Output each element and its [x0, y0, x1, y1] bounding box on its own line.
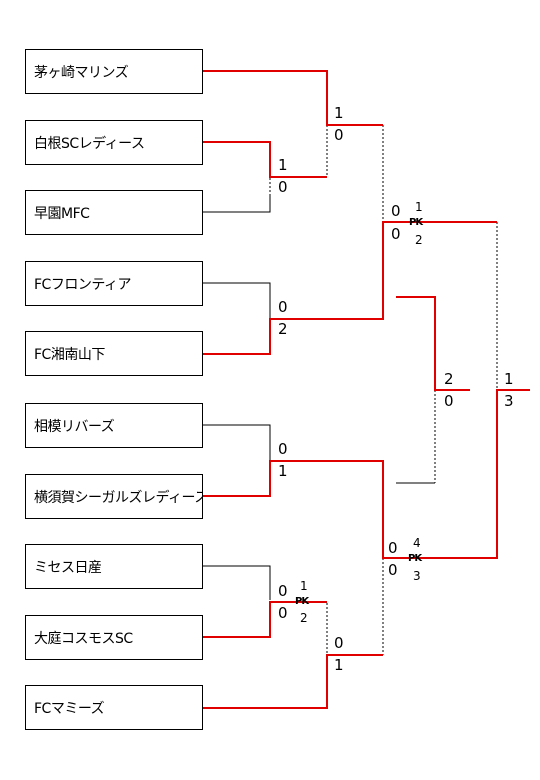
pk-sf-upper-top: 1: [415, 200, 423, 214]
score-r1-sagami-bottom: 1: [278, 462, 288, 480]
team-box-4: FCフロンティア: [25, 261, 203, 306]
pk-label-r1-mrs: PK: [295, 596, 309, 607]
bracket-black-lines: [203, 195, 435, 600]
score-sf-lower-top: 0: [388, 539, 398, 557]
score-final-bottom: 3: [504, 392, 514, 410]
pk-r1-mrs-bottom: 2: [300, 611, 308, 625]
team-box-5: FC湘南山下: [25, 331, 203, 376]
score-r1-frontier-top: 0: [278, 298, 288, 316]
score-r1-mamies-top: 0: [334, 634, 344, 652]
score-r1-shirone-top: 1: [278, 156, 288, 174]
pk-label-sf-upper: PK: [409, 217, 423, 228]
score-r1-chigasaki-top: 1: [334, 104, 344, 122]
team-box-9: 大庭コスモスSC: [25, 615, 203, 660]
score-r1-mrs-top: 0: [278, 582, 288, 600]
bracket-red-lines: [203, 70, 530, 709]
team-box-6: 相模リバーズ: [25, 403, 203, 448]
score-third-top: 2: [444, 370, 454, 388]
score-r1-mamies-bottom: 1: [334, 656, 344, 674]
score-r1-frontier-bottom: 2: [278, 320, 288, 338]
score-sf-upper-top: 0: [391, 202, 401, 220]
score-third-bottom: 0: [444, 392, 454, 410]
score-final-top: 1: [504, 370, 514, 388]
score-r1-shirone-bottom: 0: [278, 178, 288, 196]
bracket-dotted-lines: [269, 125, 498, 655]
team-box-1: 茅ヶ崎マリンズ: [25, 49, 203, 94]
team-box-2: 白根SCレディース: [25, 120, 203, 165]
pk-sf-lower-top: 4: [413, 536, 421, 550]
score-r1-mrs-bottom: 0: [278, 604, 288, 622]
pk-label-sf-lower: PK: [408, 553, 422, 564]
team-box-8: ミセス日産: [25, 544, 203, 589]
team-box-7: 横須賀シーガルズレディース: [25, 474, 203, 519]
score-r1-chigasaki-bottom: 0: [334, 126, 344, 144]
pk-sf-upper-bottom: 2: [415, 233, 423, 247]
team-box-10: FCマミーズ: [25, 685, 203, 730]
pk-r1-mrs-top: 1: [300, 579, 308, 593]
team-box-3: 早園MFC: [25, 190, 203, 235]
score-sf-upper-bottom: 0: [391, 225, 401, 243]
score-r1-sagami-top: 0: [278, 440, 288, 458]
pk-sf-lower-bottom: 3: [413, 569, 421, 583]
score-sf-lower-bottom: 0: [388, 561, 398, 579]
